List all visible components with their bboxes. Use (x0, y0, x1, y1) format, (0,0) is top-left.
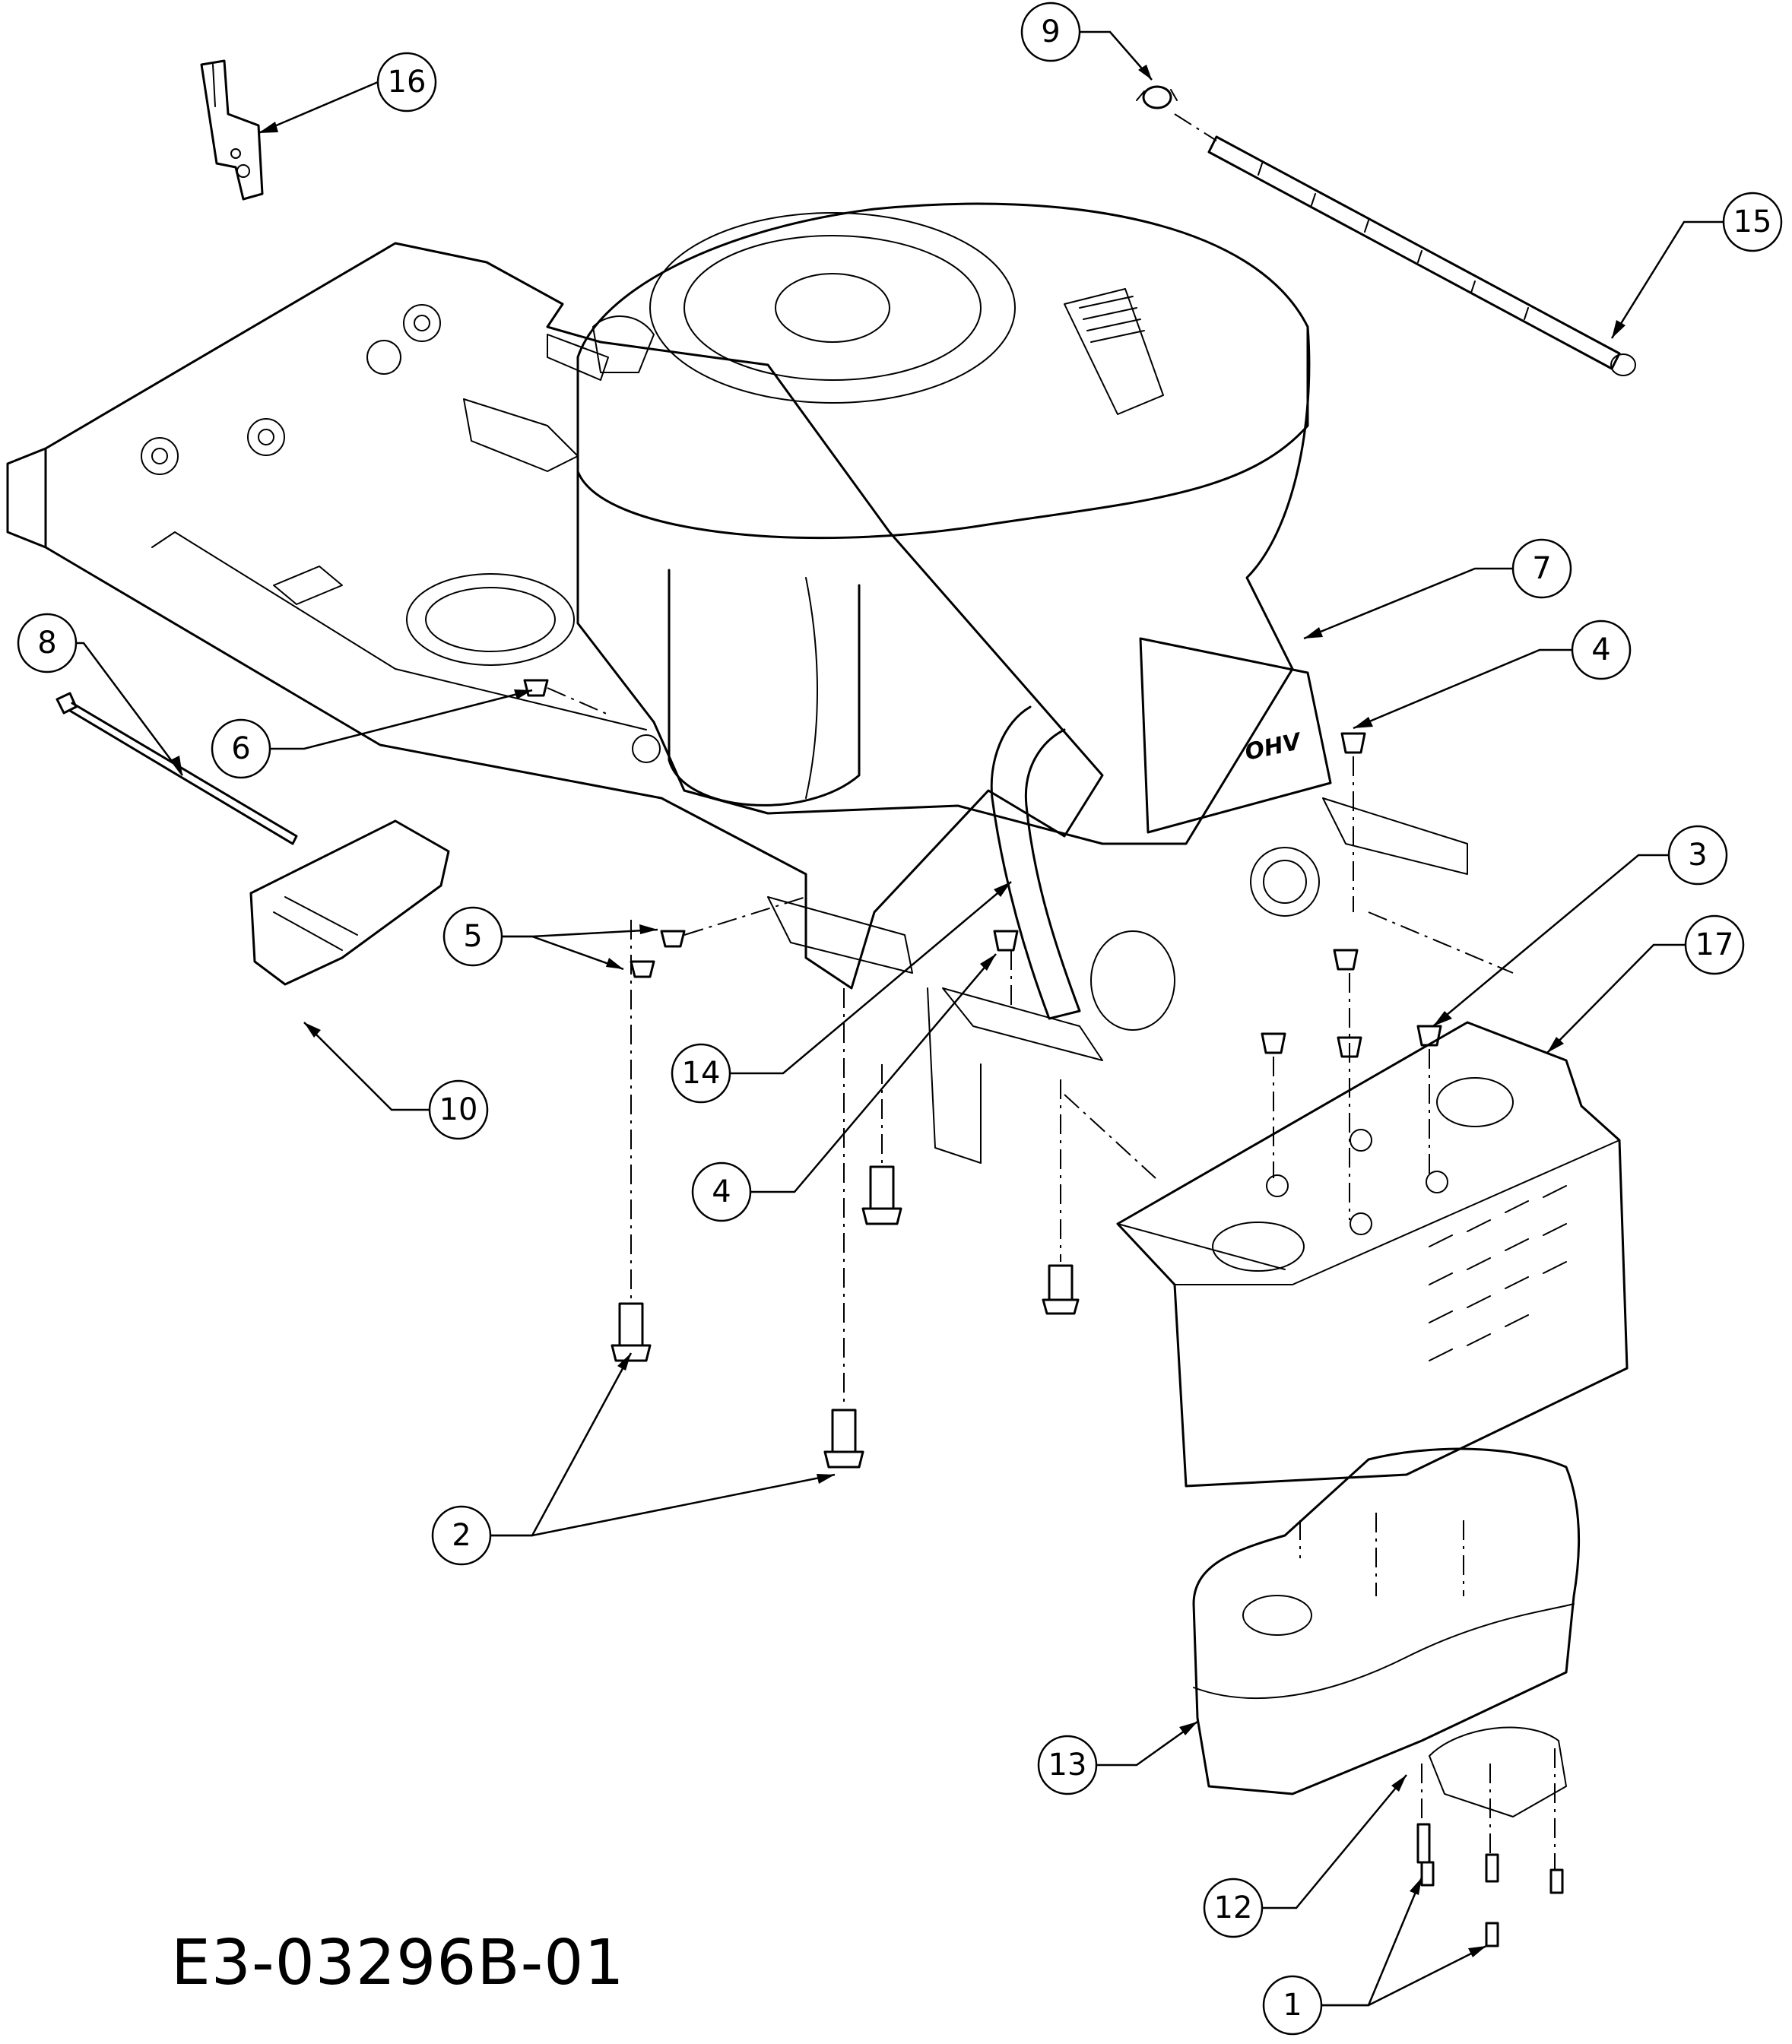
throttle-bracket (200, 59, 264, 201)
svg-text:13: 13 (1048, 1748, 1087, 1783)
svg-text:10: 10 (439, 1092, 478, 1127)
cable-tie (56, 692, 298, 845)
drawing-code: E3-03296B-01 (171, 1927, 625, 1999)
callout-4-lower: 4 (691, 1161, 752, 1222)
assembly-lines (547, 687, 1556, 1870)
svg-text:12: 12 (1214, 1890, 1253, 1925)
svg-text:5: 5 (463, 919, 482, 954)
callout-13: 13 (1037, 1735, 1098, 1795)
svg-text:3: 3 (1688, 838, 1707, 873)
callout-14: 14 (671, 1043, 731, 1104)
engine: OHV (547, 202, 1332, 1020)
svg-text:9: 9 (1041, 14, 1060, 49)
callout-5: 5 (442, 906, 503, 967)
callout-1: 1 (1262, 1975, 1323, 2036)
frame-plate (6, 242, 1468, 1164)
heat-shield (249, 819, 450, 986)
callout-8: 8 (17, 613, 78, 673)
callout-2: 2 (431, 1505, 492, 1566)
muffler-guard (1116, 1021, 1629, 1488)
svg-text:1: 1 (1283, 1988, 1302, 2023)
svg-text:2: 2 (452, 1518, 471, 1553)
svg-text:14: 14 (682, 1056, 721, 1091)
svg-text:16: 16 (388, 65, 427, 100)
callout-4-upper: 4 (1571, 620, 1632, 680)
callout-12: 12 (1203, 1878, 1264, 1938)
callout-7: 7 (1511, 538, 1572, 599)
svg-text:17: 17 (1695, 927, 1734, 962)
callout-16: 16 (376, 52, 437, 112)
hose-clamp (1136, 85, 1178, 109)
svg-text:15: 15 (1733, 204, 1772, 239)
svg-text:4: 4 (1591, 632, 1610, 667)
leader-lines (63, 30, 1724, 2007)
svg-text:7: 7 (1532, 551, 1551, 586)
callout-15: 15 (1722, 192, 1783, 252)
svg-text:6: 6 (231, 731, 250, 766)
callout-3: 3 (1667, 825, 1728, 886)
callout-10: 10 (428, 1079, 489, 1140)
svg-text:4: 4 (712, 1174, 731, 1209)
dipstick-tube (1174, 113, 1636, 376)
callout-9: 9 (1020, 2, 1081, 62)
muffler (1192, 1447, 1581, 1817)
callout-17: 17 (1684, 914, 1745, 975)
svg-text:8: 8 (37, 626, 56, 661)
callouts: 16 9 15 7 8 4 6 3 17 5 14 10 4 2 13 12 1 (17, 2, 1783, 2036)
callout-6: 6 (211, 718, 271, 779)
hardware (523, 679, 1564, 1947)
